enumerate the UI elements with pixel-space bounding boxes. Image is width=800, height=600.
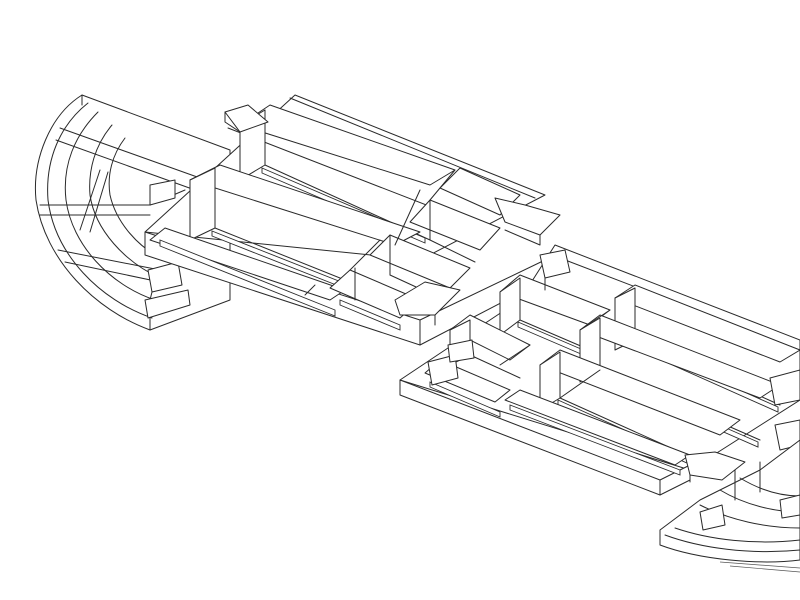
module-lower-right xyxy=(399,244,800,496)
left-curved-end xyxy=(34,94,231,331)
right-curved-end xyxy=(659,439,800,573)
